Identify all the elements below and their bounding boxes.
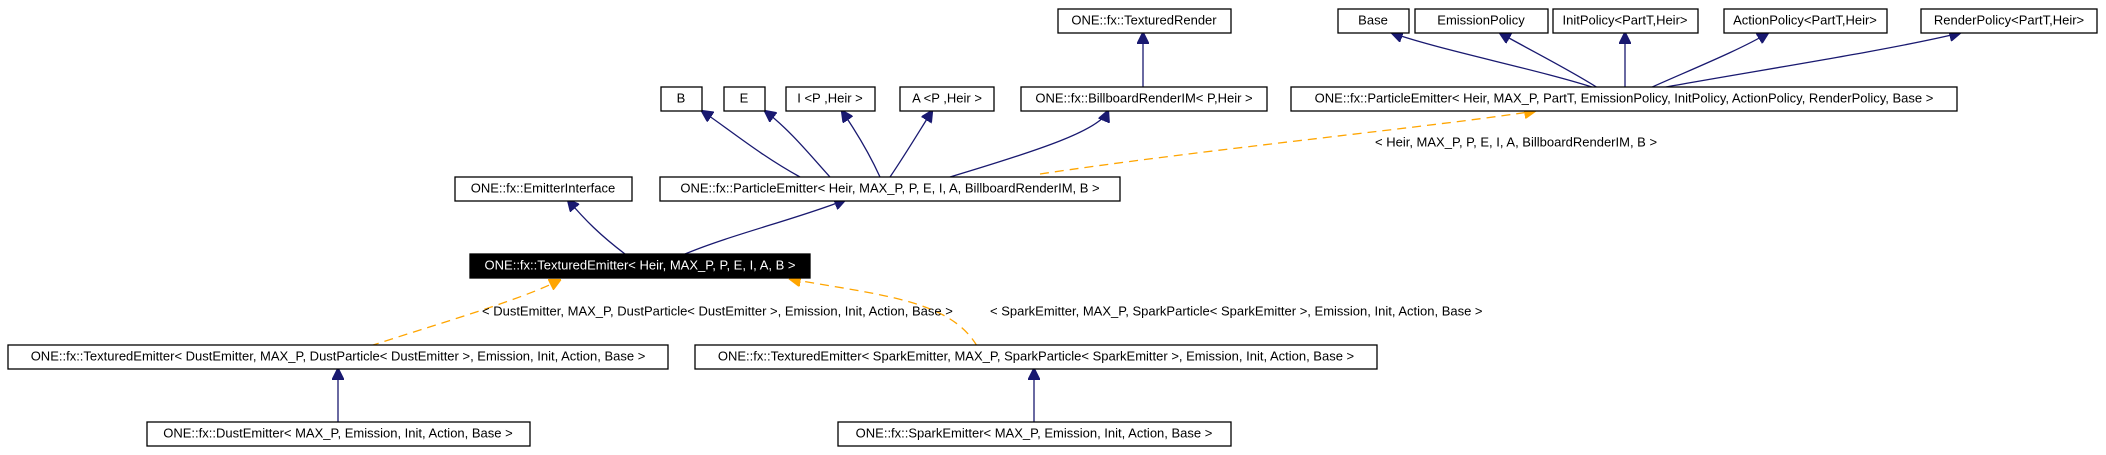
svg-text:ONE::fx::BillboardRenderIM< P,: ONE::fx::BillboardRenderIM< P,Heir > <box>1035 90 1252 105</box>
edge-tes-to-te <box>790 279 978 347</box>
node-i[interactable]: I <P ,Heir > <box>785 86 876 112</box>
svg-text:ONE::fx::DustEmitter< MAX_P, E: ONE::fx::DustEmitter< MAX_P, Emission, I… <box>163 425 512 440</box>
edge-label-dust: < DustEmitter, MAX_P, DustParticle< Dust… <box>482 303 953 318</box>
edge-pei-to-b <box>702 111 801 178</box>
svg-text:Base: Base <box>1358 12 1388 27</box>
svg-text:A <P ,Heir >: A <P ,Heir > <box>912 90 982 105</box>
edge-label-spark: < SparkEmitter, MAX_P, SparkParticle< Sp… <box>990 303 1483 318</box>
node-render-policy[interactable]: RenderPolicy<PartT,Heir> <box>1920 8 2098 34</box>
node-emitter-interface[interactable]: ONE::fx::EmitterInterface <box>454 176 633 202</box>
edges <box>338 33 1960 422</box>
node-billboard-render-im[interactable]: ONE::fx::BillboardRenderIM< P,Heir > <box>1020 86 1268 112</box>
edge-pe-to-renderpolicy <box>1659 33 1960 89</box>
svg-text:RenderPolicy<PartT,Heir>: RenderPolicy<PartT,Heir> <box>1934 12 2084 27</box>
edge-pei-to-i <box>842 111 881 178</box>
edge-ted-to-te <box>369 280 560 347</box>
node-spark-emitter[interactable]: ONE::fx::SparkEmitter< MAX_P, Emission, … <box>837 421 1232 447</box>
edge-pe-to-actionpolicy <box>1649 33 1768 89</box>
edge-label-pei: < Heir, MAX_P, P, E, I, A, BillboardRend… <box>1375 134 1657 149</box>
node-e[interactable]: E <box>723 86 766 112</box>
node-init-policy[interactable]: InitPolicy<PartT,Heir> <box>1552 8 1699 34</box>
edge-pe-to-emissionpolicy <box>1500 33 1599 89</box>
svg-text:ONE::fx::ParticleEmitter< Heir: ONE::fx::ParticleEmitter< Heir, MAX_P, P… <box>1315 90 1934 105</box>
node-a[interactable]: A <P ,Heir > <box>899 86 995 112</box>
svg-text:ONE::fx::EmitterInterface: ONE::fx::EmitterInterface <box>471 180 616 195</box>
svg-text:ONE::fx::TexturedRender: ONE::fx::TexturedRender <box>1071 12 1217 27</box>
node-textured-emitter[interactable]: ONE::fx::TexturedEmitter< Heir, MAX_P, P… <box>469 253 811 279</box>
node-action-policy[interactable]: ActionPolicy<PartT,Heir> <box>1723 8 1888 34</box>
svg-text:InitPolicy<PartT,Heir>: InitPolicy<PartT,Heir> <box>1563 12 1688 27</box>
svg-text:ONE::fx::SparkEmitter< MAX_P,: ONE::fx::SparkEmitter< MAX_P, Emission, … <box>856 425 1213 440</box>
edge-te-to-pei <box>684 200 845 255</box>
svg-text:B: B <box>677 90 686 105</box>
node-particle-emitter-template[interactable]: ONE::fx::ParticleEmitter< Heir, MAX_P, P… <box>1290 86 1958 112</box>
edge-te-to-emitterinterface <box>568 200 626 255</box>
node-textured-emitter-dust[interactable]: ONE::fx::TexturedEmitter< DustEmitter, M… <box>7 344 669 370</box>
svg-text:ONE::fx::ParticleEmitter< Heir: ONE::fx::ParticleEmitter< Heir, MAX_P, P… <box>680 180 1099 195</box>
edge-pei-to-billboard <box>949 111 1108 178</box>
edge-pe-to-base <box>1392 33 1596 89</box>
node-textured-emitter-spark[interactable]: ONE::fx::TexturedEmitter< SparkEmitter, … <box>694 344 1378 370</box>
node-particle-emitter-inst[interactable]: ONE::fx::ParticleEmitter< Heir, MAX_P, P… <box>659 176 1121 202</box>
node-base[interactable]: Base <box>1337 8 1410 34</box>
svg-text:ONE::fx::TexturedEmitter< Spar: ONE::fx::TexturedEmitter< SparkEmitter, … <box>718 348 1354 363</box>
edge-pei-to-a <box>889 111 932 178</box>
svg-text:E: E <box>740 90 749 105</box>
edge-pei-to-pe-template <box>1039 111 1535 175</box>
edge-pei-to-e <box>765 111 831 178</box>
nodes: ONE::fx::TexturedRender Base EmissionPol… <box>7 8 2098 447</box>
node-emission-policy[interactable]: EmissionPolicy <box>1414 8 1549 34</box>
svg-text:ONE::fx::TexturedEmitter< Dust: ONE::fx::TexturedEmitter< DustEmitter, M… <box>31 348 646 363</box>
svg-text:I <P ,Heir >: I <P ,Heir > <box>797 90 863 105</box>
svg-text:ONE::fx::TexturedEmitter< Heir: ONE::fx::TexturedEmitter< Heir, MAX_P, P… <box>485 257 796 272</box>
edge-labels: < Heir, MAX_P, P, E, I, A, BillboardRend… <box>482 134 1657 318</box>
node-textured-render[interactable]: ONE::fx::TexturedRender <box>1057 8 1232 34</box>
svg-text:ActionPolicy<PartT,Heir>: ActionPolicy<PartT,Heir> <box>1733 12 1877 27</box>
svg-text:EmissionPolicy: EmissionPolicy <box>1437 12 1525 27</box>
node-dust-emitter[interactable]: ONE::fx::DustEmitter< MAX_P, Emission, I… <box>146 421 531 447</box>
node-b[interactable]: B <box>660 86 703 112</box>
